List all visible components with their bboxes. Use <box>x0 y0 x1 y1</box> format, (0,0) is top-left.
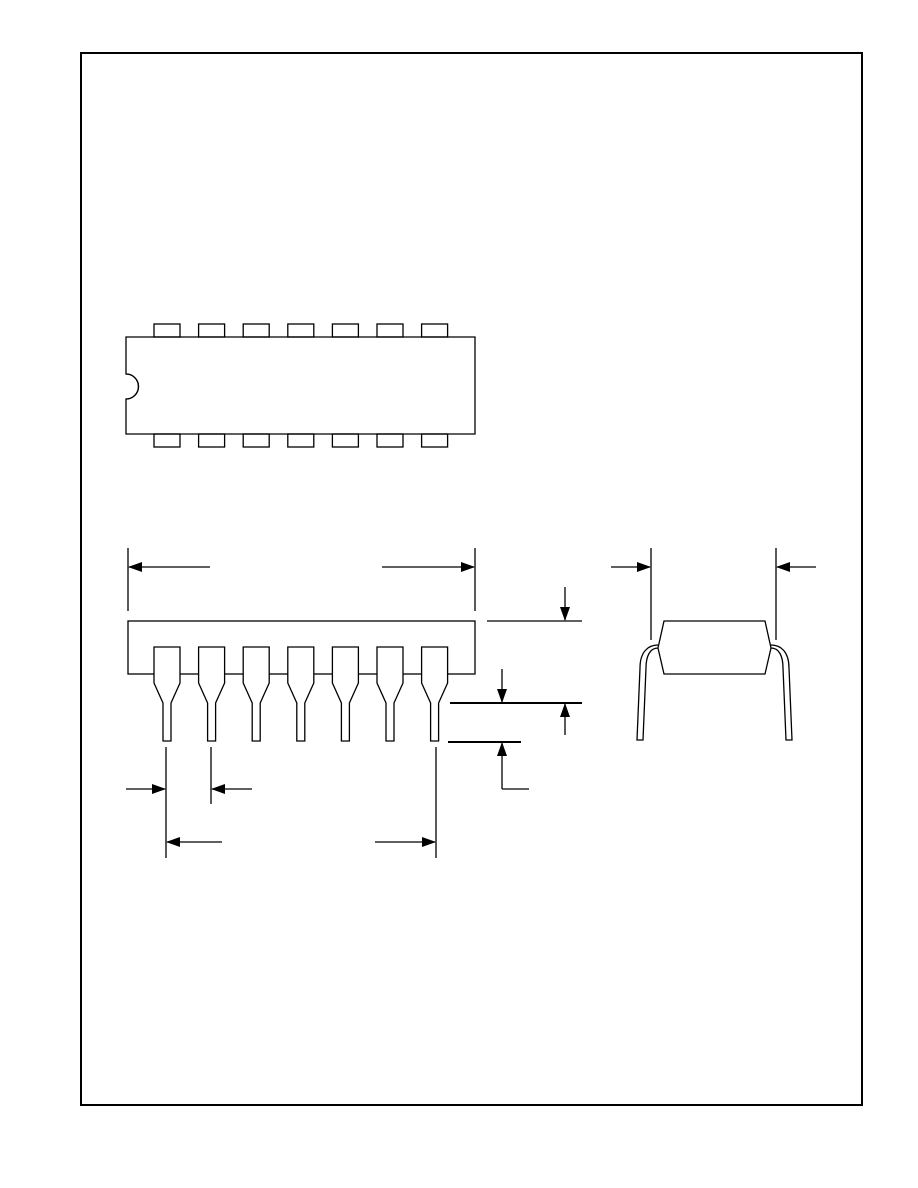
side-lead <box>287 646 315 742</box>
side-lead <box>197 646 226 742</box>
side-lead <box>153 646 181 742</box>
side-lead <box>242 646 270 742</box>
top-pin <box>153 323 181 338</box>
top-pin <box>331 433 360 448</box>
top-pin <box>197 323 226 338</box>
end-view <box>611 548 816 741</box>
top-pin <box>420 433 449 448</box>
height-dimensions <box>448 587 582 790</box>
pin1-notch <box>125 373 140 400</box>
end-view-body <box>657 620 772 675</box>
side-lead <box>331 646 360 742</box>
top-pin <box>376 323 404 338</box>
top-view-upper-pins <box>153 323 449 338</box>
top-pin <box>376 433 404 448</box>
overall-length-dimension <box>127 548 476 611</box>
top-pin <box>331 323 360 338</box>
top-pin <box>197 433 226 448</box>
top-view <box>125 323 476 448</box>
drawing-frame <box>80 52 863 1106</box>
end-view-right-lead <box>770 644 793 741</box>
top-pin <box>242 323 270 338</box>
row-spacing-dimension <box>166 747 437 858</box>
top-pin <box>287 323 315 338</box>
top-pin <box>420 323 449 338</box>
top-pin <box>153 433 181 448</box>
top-view-body <box>125 336 476 435</box>
top-pin <box>287 433 315 448</box>
side-view-leads <box>153 646 449 742</box>
side-lead <box>420 646 449 742</box>
side-lead <box>376 646 404 742</box>
top-view-lower-pins <box>153 433 449 448</box>
top-pin <box>242 433 270 448</box>
end-view-left-lead <box>636 644 659 741</box>
side-view <box>126 548 582 858</box>
